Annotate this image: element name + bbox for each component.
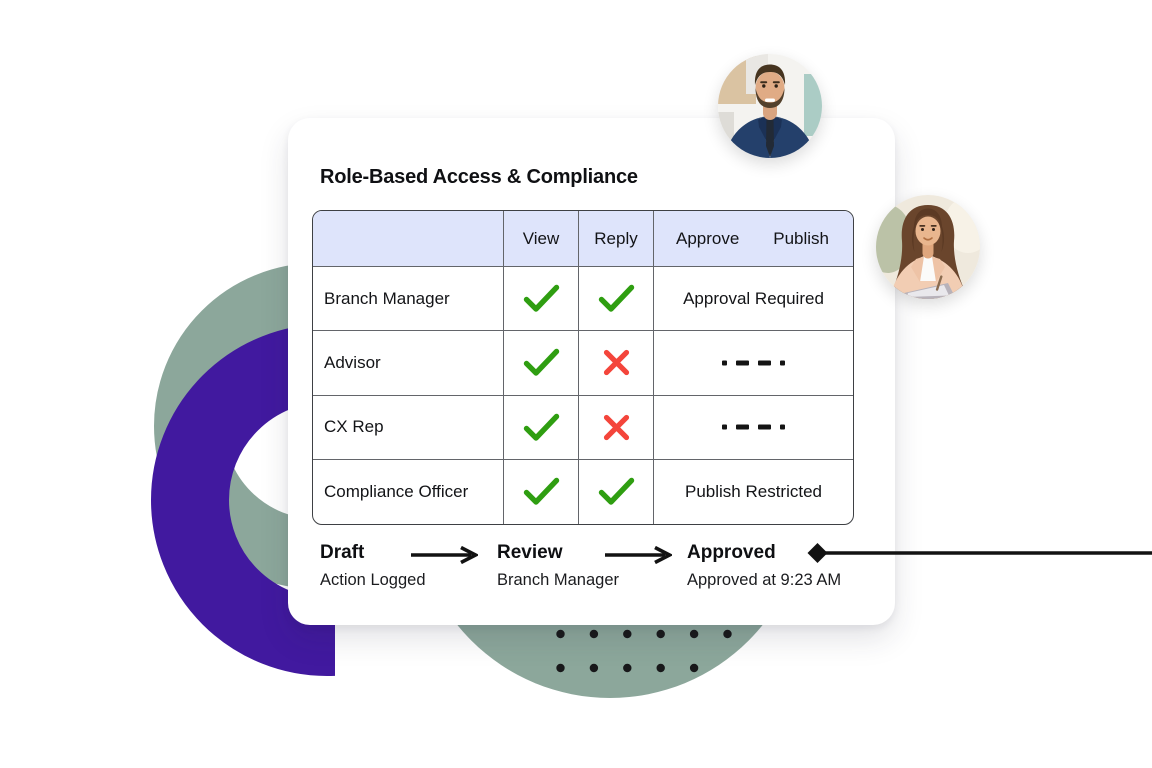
avatar-male-advisor — [718, 54, 822, 158]
reply-permission — [579, 395, 654, 460]
header-approve: Approve — [676, 228, 740, 248]
flow-step-review-sub: Branch Manager — [497, 571, 619, 589]
view-permission — [504, 459, 579, 524]
check-icon — [598, 284, 634, 312]
role-label: Branch Manager — [313, 267, 504, 332]
dot-grid — [556, 629, 732, 673]
header-role — [313, 211, 504, 267]
role-label: CX Rep — [313, 395, 504, 460]
approve-publish-access: Approval Required — [654, 267, 853, 332]
arrow-right-icon — [411, 546, 478, 564]
dashes-icon — [721, 360, 785, 366]
view-permission — [504, 267, 579, 332]
role-label: Advisor — [313, 331, 504, 396]
female-portrait-illustration — [876, 195, 980, 299]
check-icon — [598, 478, 634, 506]
flow-step-approved: Approved — [687, 542, 776, 563]
header-reply: Reply — [579, 211, 654, 267]
check-icon — [523, 413, 559, 441]
reply-permission — [579, 331, 654, 396]
flow-step-approved-sub: Approved at 9:23 AM — [687, 571, 842, 589]
dashes-icon — [721, 424, 785, 430]
approve-publish-access: Publish Restricted — [684, 481, 822, 501]
cross-icon — [603, 350, 629, 376]
male-portrait-illustration — [718, 54, 822, 158]
approve-publish-access — [654, 331, 853, 396]
view-permission — [504, 331, 579, 396]
avatar-female-advisor — [876, 195, 980, 299]
check-icon — [523, 478, 559, 506]
compliance-card: Role-Based Access & Compliance View Repl… — [288, 118, 895, 625]
check-icon — [523, 284, 559, 312]
flow-step-draft: Draft — [320, 542, 365, 563]
arrow-right-icon — [605, 546, 672, 564]
reply-permission — [579, 459, 654, 524]
reply-permission — [579, 267, 654, 332]
role-label: Compliance Officer — [313, 459, 504, 524]
cross-icon — [603, 414, 629, 440]
card-title: Role-Based Access & Compliance — [320, 166, 638, 188]
check-icon — [523, 349, 559, 377]
flow-step-review: Review — [497, 542, 563, 563]
approve-publish-access — [654, 396, 853, 460]
permissions-table: View Reply Approve Publish Branch Manage… — [312, 210, 854, 525]
flow-step-draft-sub: Action Logged — [320, 571, 426, 589]
header-approve-publish: Approve Publish — [654, 211, 853, 267]
header-view: View — [504, 211, 579, 267]
header-publish: Publish — [773, 228, 829, 248]
view-permission — [504, 395, 579, 460]
